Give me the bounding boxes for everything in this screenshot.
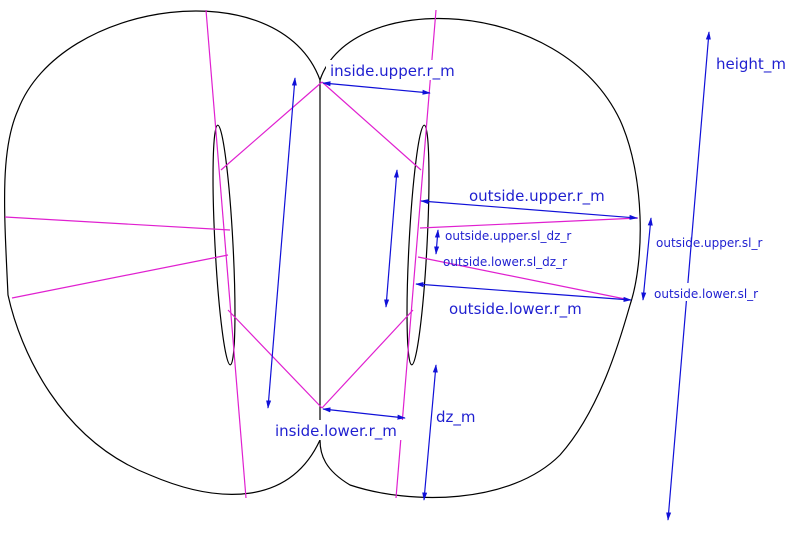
labels: inside.upper.r_m inside.lower.r_m outsid… — [272, 55, 786, 441]
inside-lower-r-arrow — [322, 407, 406, 420]
inside-lower-r-label: inside.lower.r_m — [275, 422, 397, 441]
right-upper-ray — [419, 217, 639, 229]
outside-lower-r-arrow — [415, 282, 632, 302]
inside-upper-r-arrow — [322, 81, 431, 95]
left-long-dimension-arrow — [266, 77, 297, 409]
height-label: height_m — [716, 55, 786, 74]
outside-upper-r-arrow — [420, 199, 638, 220]
outside-upper-sl-dz-label: outside.upper.sl_dz_r — [445, 229, 571, 243]
left-lower-ray — [11, 254, 229, 299]
outside-sl-arrow — [641, 217, 653, 301]
construction-lines — [4, 9, 639, 499]
right-inner-ellipse — [406, 124, 430, 366]
right-lobe-outline — [319, 17, 641, 499]
inside-upper-r-label-bg — [326, 60, 478, 80]
dz-label: dz_m — [436, 408, 476, 427]
outline-group — [3, 10, 641, 499]
dz-arrow — [422, 364, 438, 501]
outside-lower-r-label: outside.lower.r_m — [449, 300, 582, 319]
inside-upper-r-label: inside.upper.r_m — [330, 62, 455, 81]
outside-upper-sl-dz-arrow — [434, 229, 440, 255]
outside-lower-sl-label-bg — [652, 283, 786, 301]
left-tilted-line — [205, 9, 247, 499]
outside-lower-sl-dz-label: outside.lower.sl_dz_r — [443, 255, 567, 269]
dimension-arrows — [266, 31, 711, 521]
left-upper-ray — [4, 216, 231, 231]
outside-lower-sl-label: outside.lower.sl_r — [654, 287, 758, 301]
right-lower-spoke — [321, 309, 414, 409]
left-inner-ellipse — [212, 124, 236, 366]
right-upper-spoke — [321, 81, 422, 171]
height-arrow — [666, 31, 711, 521]
outside-upper-sl-label: outside.upper.sl_r — [656, 236, 763, 250]
left-lobe-outline — [3, 10, 321, 495]
center-dimension-arrow — [384, 169, 399, 308]
outside-upper-r-label: outside.upper.r_m — [469, 187, 605, 206]
left-upper-spoke — [220, 81, 323, 171]
inside-lower-r-label-bg — [272, 420, 422, 440]
